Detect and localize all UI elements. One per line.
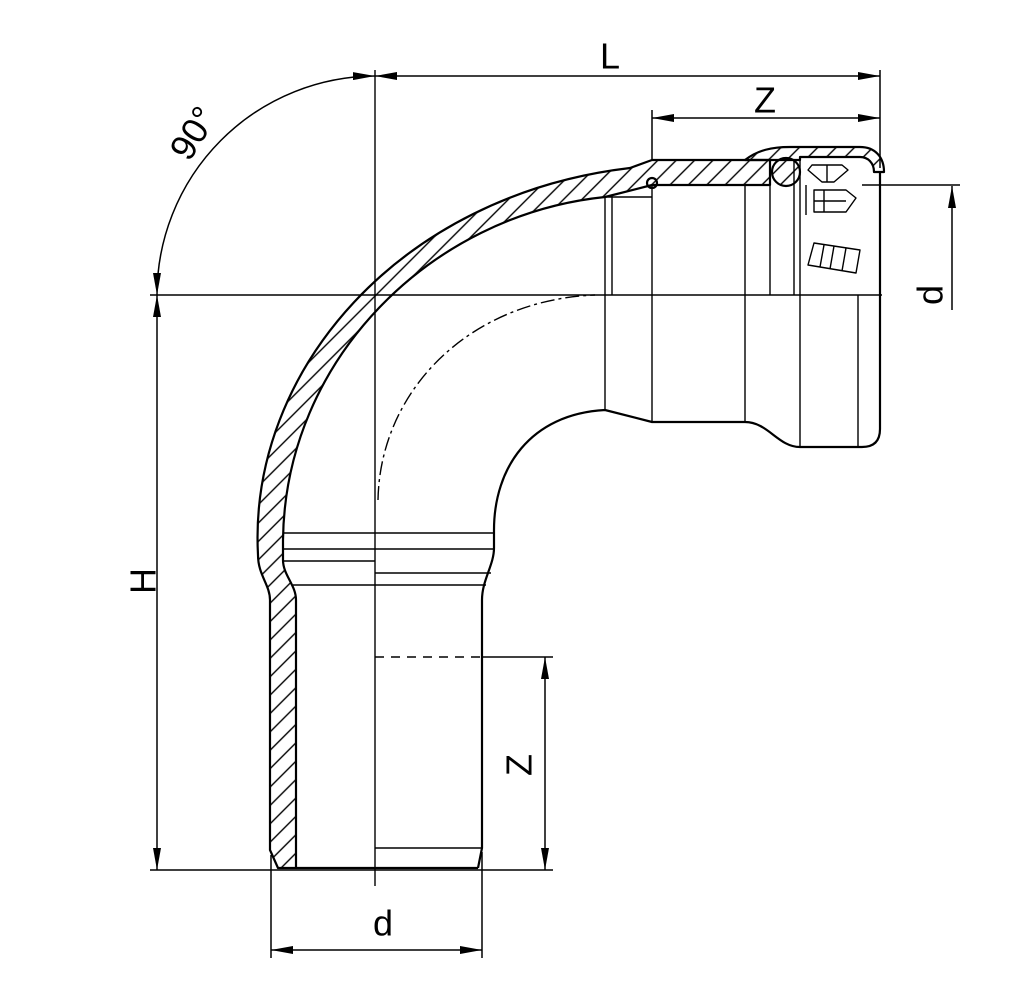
section-walls (256, 145, 886, 870)
grip-segment-detail (841, 247, 847, 272)
horizontal-leg-lines (604, 160, 859, 447)
dimension-insertion-depth-vertical: Z (375, 656, 553, 870)
dimension-bend-angle: 90° (153, 72, 376, 296)
dimension-diameter-horizontal: d (862, 184, 960, 310)
elbow-wall-section (256, 158, 772, 870)
grip-tooth-middle (813, 189, 857, 213)
label-d-bottom: d (373, 903, 393, 944)
grip-segment-lower (807, 242, 861, 274)
label-h: H (123, 568, 164, 594)
label-angle: 90° (161, 99, 225, 167)
fitting-outline (296, 172, 882, 870)
label-z-bottom: Z (499, 754, 540, 776)
angle-arc (153, 72, 376, 296)
grip-tooth-upper (807, 164, 849, 183)
o-ring-section (770, 156, 802, 188)
grip-segment-detail (829, 245, 835, 270)
neck-transition-lines (283, 532, 495, 586)
inner-bend-hidden-line (377, 294, 596, 501)
dimension-insertion-depth-horizontal: Z (651, 80, 880, 160)
elbow-outer-view-outline (476, 172, 882, 869)
label-l: L (600, 36, 620, 77)
label-d-right: d (910, 285, 951, 305)
dimension-overall-height: H (123, 295, 553, 871)
grip-segment-detail (819, 244, 825, 268)
grip-ring (805, 164, 861, 274)
centerlines (150, 70, 882, 886)
socket-shell-section (743, 145, 886, 174)
label-z-top: Z (754, 80, 776, 121)
dimension-diameter-vertical: d (270, 852, 483, 958)
dimension-overall-length: L (375, 36, 881, 168)
